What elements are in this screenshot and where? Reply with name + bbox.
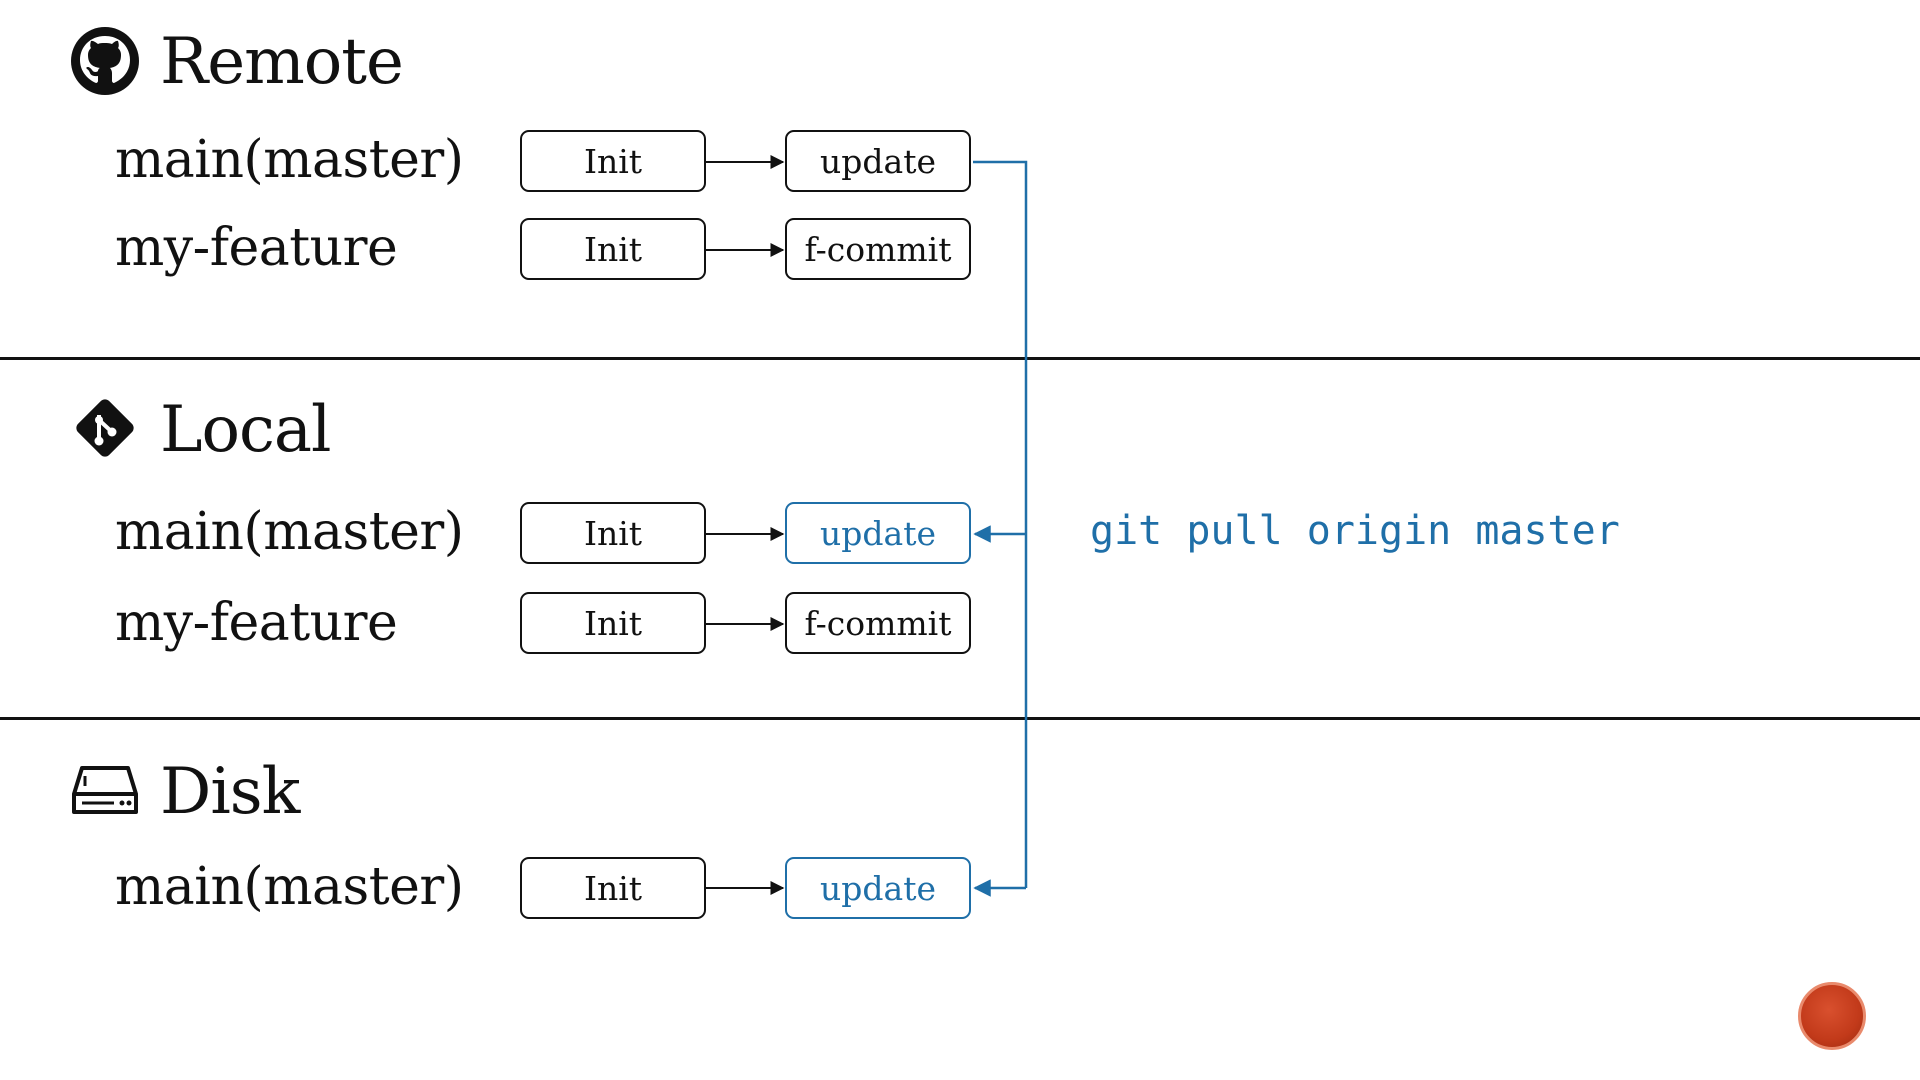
commit-remote-main-update: update xyxy=(785,130,971,192)
branch-label-local-feature: my-feature xyxy=(115,593,398,653)
branch-label-remote-feature: my-feature xyxy=(115,218,398,278)
record-icon[interactable] xyxy=(1798,982,1866,1050)
pull-link-trunk xyxy=(973,160,1028,888)
git-icon xyxy=(70,393,140,463)
section-title-remote: Remote xyxy=(160,25,404,99)
commit-local-main-init: Init xyxy=(520,502,706,564)
commit-local-main-update: update xyxy=(785,502,971,564)
commit-remote-feature-fcommit: f-commit xyxy=(785,218,971,280)
branch-label-local-main: main(master) xyxy=(115,502,464,562)
hard-drive-icon xyxy=(70,754,140,824)
section-title-local: Local xyxy=(160,393,331,467)
branch-label-remote-main: main(master) xyxy=(115,130,464,190)
commit-disk-main-update: update xyxy=(785,857,971,919)
commit-local-feature-fcommit: f-commit xyxy=(785,592,971,654)
github-icon xyxy=(70,26,140,96)
section-divider xyxy=(0,357,1920,360)
git-command-label: git pull origin master xyxy=(1090,508,1620,554)
section-divider xyxy=(0,717,1920,720)
commit-disk-main-init: Init xyxy=(520,857,706,919)
commit-local-feature-init: Init xyxy=(520,592,706,654)
commit-remote-main-init: Init xyxy=(520,130,706,192)
branch-label-disk-main: main(master) xyxy=(115,857,464,917)
section-title-disk: Disk xyxy=(160,755,300,829)
commit-remote-feature-init: Init xyxy=(520,218,706,280)
